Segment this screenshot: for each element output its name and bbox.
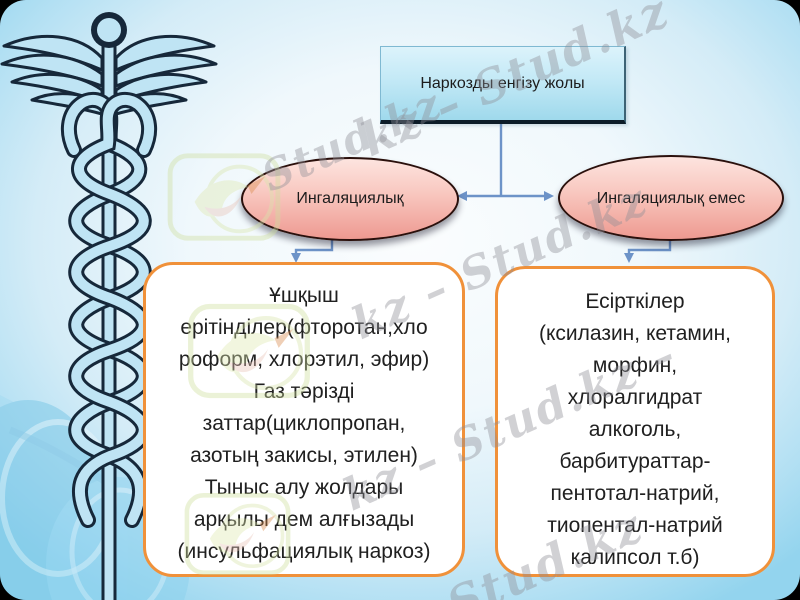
arrowhead-down-right-icon [624, 253, 634, 263]
branch-node-non-inhalation: Ингаляциялық емес [558, 155, 784, 241]
detail-text: Ұшқыш ерітінділер(фторотан,хло роформ, х… [177, 284, 431, 563]
root-node-label: Наркозды енгізу жолы [420, 74, 585, 92]
detail-box-inhalation: Ұшқыш ерітінділер(фторотан,хло роформ, х… [143, 262, 465, 577]
branch-node-inhalation: Ингаляциялық [241, 157, 459, 241]
branch-node-label: Ингаляциялық [296, 190, 404, 207]
arrowhead-right-icon [544, 191, 554, 201]
detail-box-non-inhalation: Есірткілер (ксилазин, кетамин, морфин, х… [495, 266, 775, 577]
detail-text: Есірткілер (ксилазин, кетамин, морфин, х… [538, 290, 732, 569]
connector-left-branch-to-box [294, 238, 334, 254]
root-node: Наркозды енгізу жолы [380, 46, 626, 124]
branch-node-label: Ингаляциялық емес [596, 189, 746, 207]
